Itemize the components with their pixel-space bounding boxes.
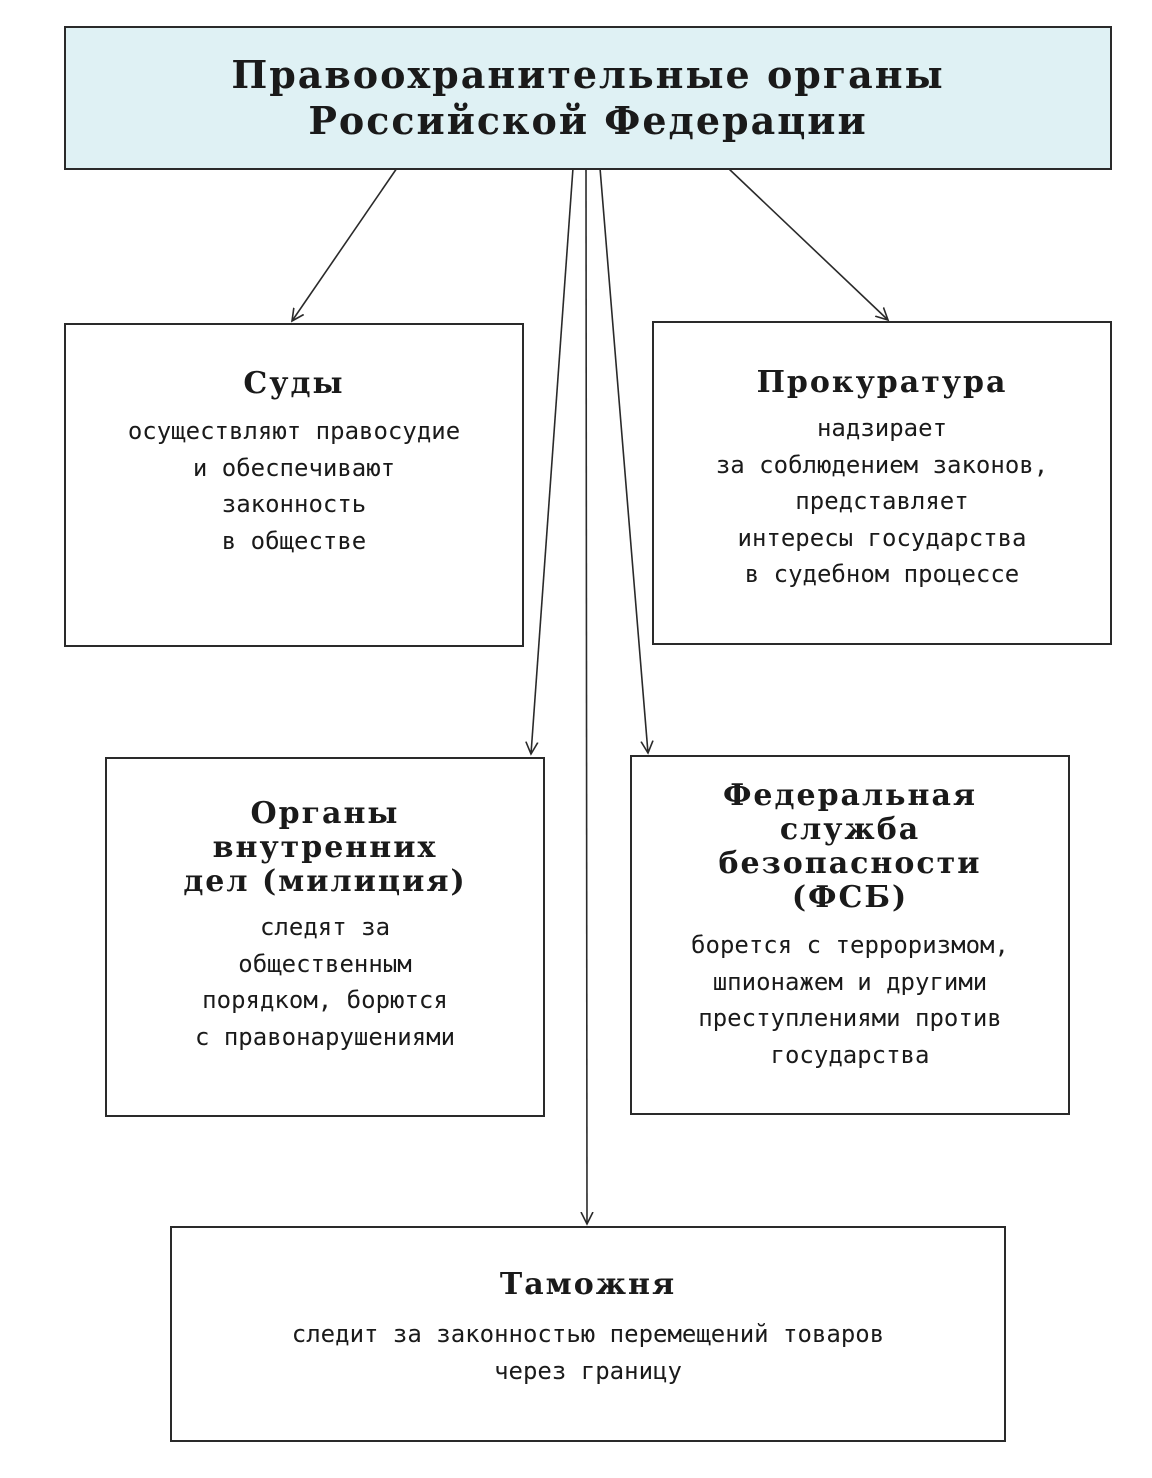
prosecutor-desc-line: представляет [795, 487, 969, 515]
prosecutor-desc-line: в судебном процессе [744, 560, 1020, 588]
fsb-desc-line: борется с терроризмом, [691, 931, 1009, 959]
fsb-desc-line: шпионажем и другими [712, 967, 988, 996]
police-desc-line: общественным [238, 949, 412, 978]
arrow-to-fsb [599, 167, 648, 753]
prosecutor-title: Прокуратура [756, 365, 1008, 400]
customs-description: следит за законностью перемещений товаро… [172, 1316, 1004, 1389]
arrow-to-courts [292, 167, 398, 321]
header-title-line-1: Правоохранительные органы [231, 52, 945, 97]
fsb-title-line: (ФСБ) [791, 880, 909, 915]
fsb-desc-line: преступлениями против [698, 1004, 1002, 1032]
fsb-box: Федеральная служба безопасности (ФСБ) бо… [630, 755, 1070, 1115]
header-box: Правоохранительные органы Российской Фед… [64, 26, 1112, 170]
police-box: Органы внутренних дел (милиция) следят з… [105, 757, 545, 1117]
arrow-to-prosecutor [727, 167, 888, 320]
customs-box: Таможня следит за законностью перемещени… [170, 1226, 1006, 1442]
courts-description: осуществляют правосудие и обеспечивают з… [66, 413, 522, 559]
customs-title: Таможня [499, 1267, 677, 1302]
police-title-line: Органы [250, 796, 400, 831]
customs-desc-line: через границу [494, 1356, 682, 1385]
police-description: следят за общественным порядком, борются… [107, 909, 543, 1055]
fsb-desc-line: государства [770, 1040, 930, 1069]
courts-desc-line: законность [221, 490, 367, 518]
courts-desc-line: и обеспечивают [192, 453, 396, 482]
prosecutor-description: надзирает за соблюдением законов, предст… [654, 410, 1110, 593]
header-title-line-2: Российской Федерации [308, 98, 868, 143]
police-title: Органы внутренних дел (милиция) [107, 797, 543, 899]
prosecutor-desc-line: надзирает [816, 414, 948, 442]
police-desc-line: порядком, борются [202, 986, 448, 1014]
arrow-to-police [531, 167, 574, 754]
courts-title: Суды [243, 366, 345, 401]
police-title-line: внутренних [212, 830, 438, 865]
fsb-description: борется с терроризмом, шпионажем и други… [632, 927, 1068, 1073]
police-title-line: дел (милиция) [183, 864, 467, 899]
courts-desc-line: в обществе [221, 526, 367, 555]
fsb-title-line: служба [779, 812, 921, 847]
fsb-title: Федеральная служба безопасности (ФСБ) [632, 779, 1068, 915]
customs-desc-line: следит за законностью перемещений товаро… [291, 1320, 885, 1348]
police-desc-line: следят за [259, 913, 391, 941]
prosecutor-desc-line: за соблюдением законов, [715, 450, 1049, 479]
fsb-title-line: Федеральная [722, 778, 978, 813]
prosecutor-desc-line: интересы государства [737, 523, 1027, 552]
fsb-title-line: безопасности [718, 846, 982, 881]
arrow-to-customs [586, 167, 587, 1224]
police-desc-line: с правонарушениями [194, 1022, 456, 1051]
courts-desc-line: осуществляют правосудие [127, 417, 461, 445]
courts-box: Суды осуществляют правосудие и обеспечив… [64, 323, 524, 647]
prosecutor-box: Прокуратура надзирает за соблюдением зак… [652, 321, 1112, 645]
